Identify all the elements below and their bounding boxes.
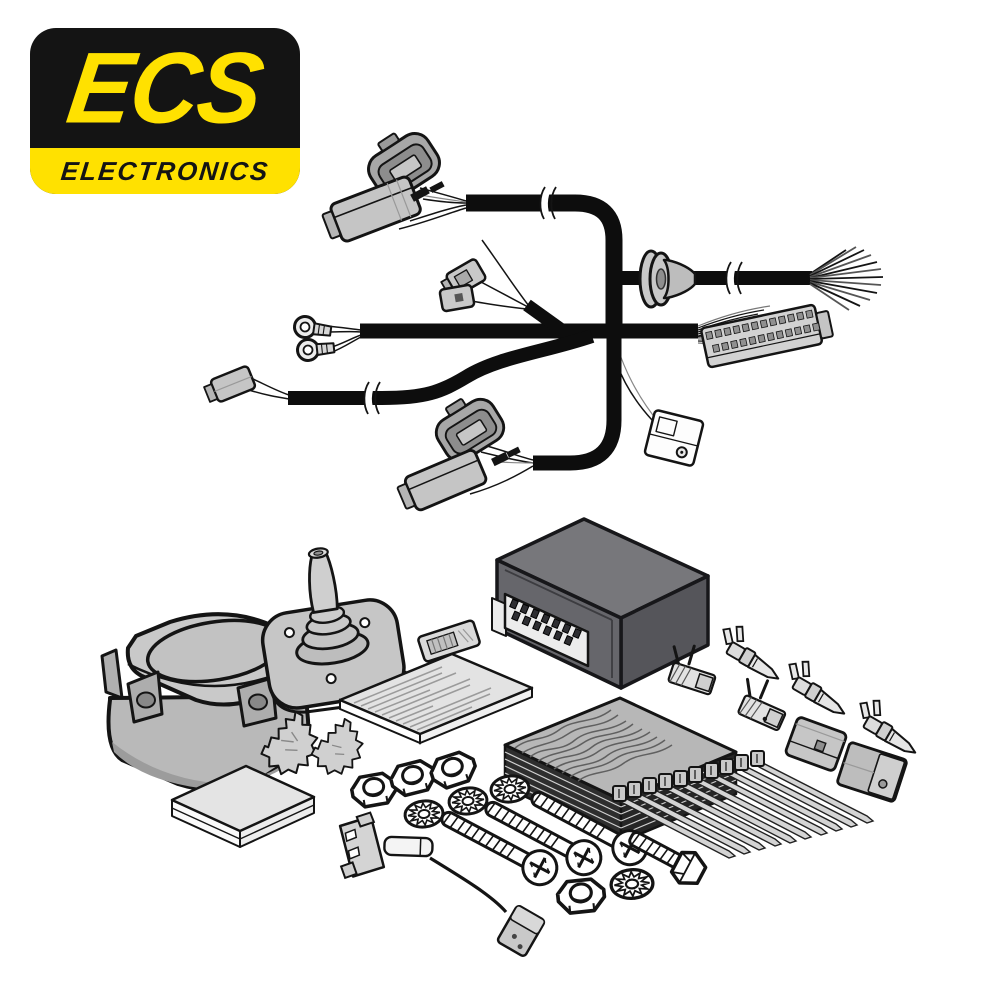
connector-oval-bottom	[434, 397, 506, 463]
connector-housing-large	[836, 741, 908, 803]
instruction-leaflet	[338, 652, 534, 745]
harness-cables	[288, 194, 812, 471]
ecs-logo: ECS ELECTRONICS	[30, 28, 300, 194]
fused-power-lead	[338, 811, 546, 957]
ecs-electronics-band: ELECTRONICS	[30, 148, 300, 194]
ring-terminal-2	[296, 338, 336, 362]
multi-pin-connector	[700, 303, 834, 369]
adhesive-pad	[170, 764, 316, 848]
ring-terminal-1	[293, 315, 333, 339]
wiring-harness	[203, 131, 884, 512]
wire-clip-top-1	[410, 186, 430, 202]
fuse-holder	[417, 619, 481, 663]
wire-clip-top-2	[429, 181, 445, 193]
wire-clip-bottom-1	[491, 451, 509, 467]
cable-grommet	[638, 249, 697, 309]
crimp-terminals	[665, 618, 930, 758]
control-module	[491, 517, 710, 690]
relay-connector	[643, 409, 705, 467]
cable-clip-1	[260, 710, 319, 776]
connector-small-left	[203, 365, 257, 403]
cable-break-marks	[363, 185, 743, 416]
connector-housing-small	[784, 716, 848, 772]
socket-housing-13pin	[100, 612, 311, 792]
connector-small-2	[438, 283, 476, 313]
stripped-wire-ends	[809, 246, 884, 311]
cable-clip-2	[310, 717, 364, 775]
wire-clip-bottom-2	[506, 446, 521, 458]
connector-rect-top	[321, 175, 422, 243]
connector-rect-bottom	[396, 449, 488, 512]
